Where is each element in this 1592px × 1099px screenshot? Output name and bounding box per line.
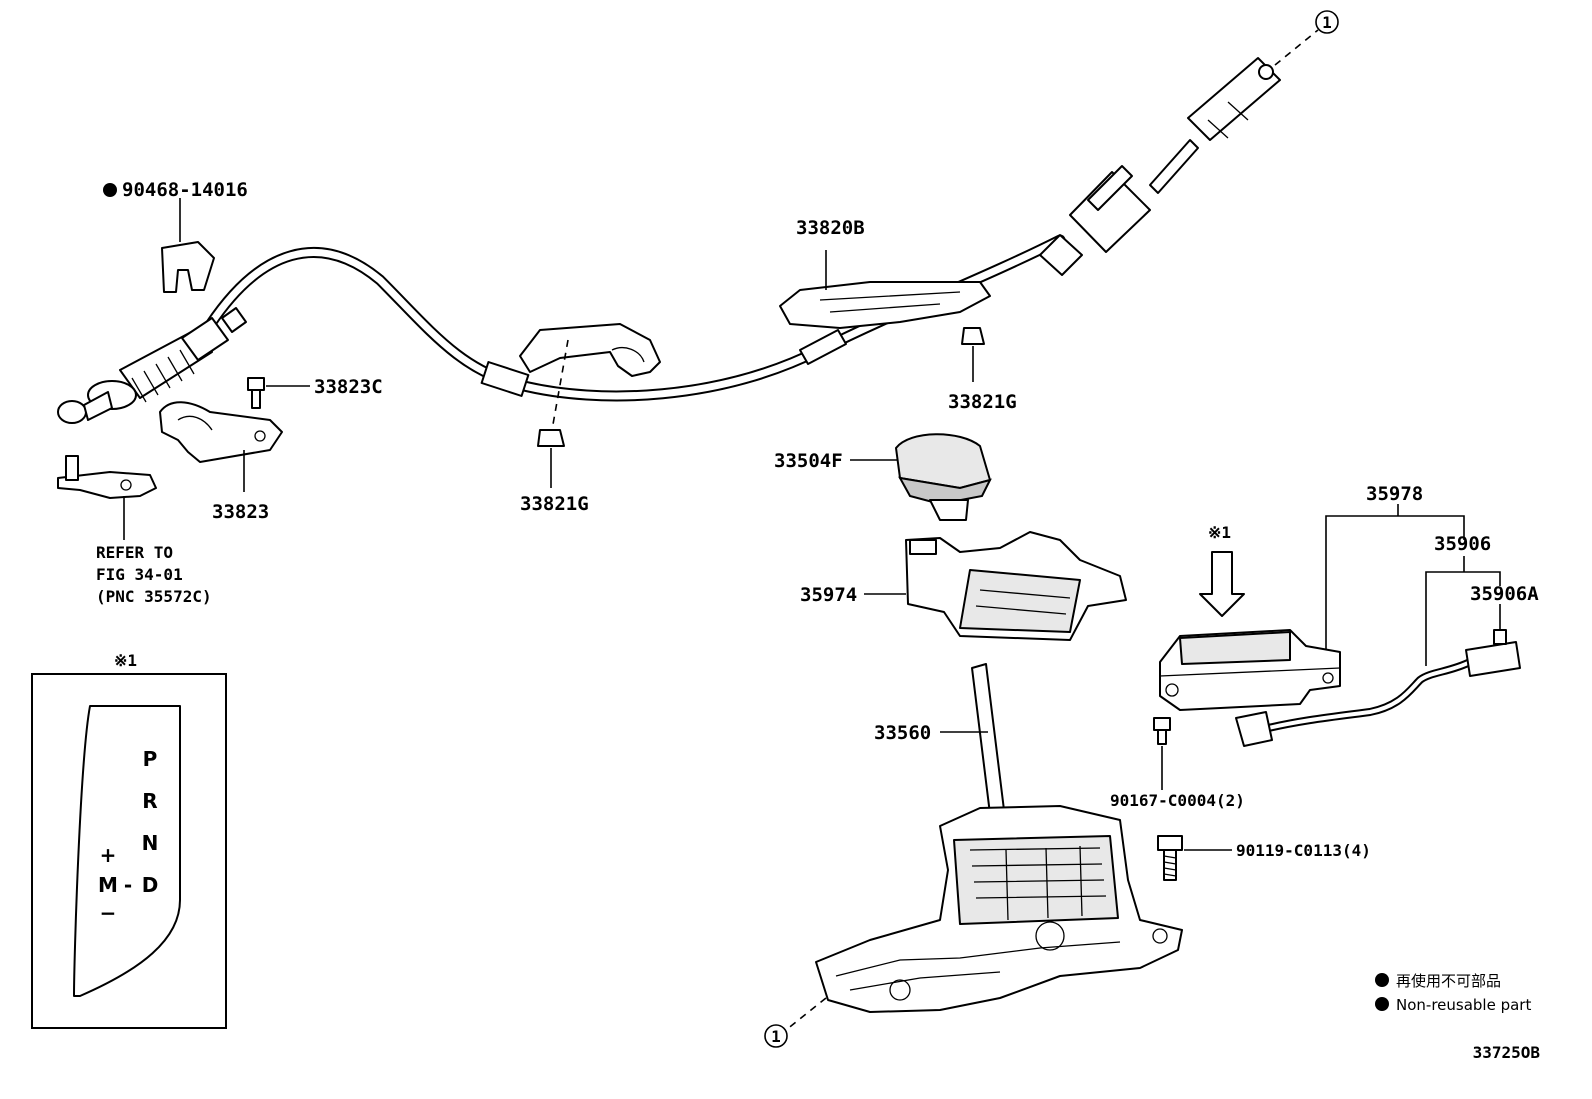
nut-33821G-lower: [537, 429, 565, 488]
label-33823C: 33823C: [314, 376, 383, 398]
bolt-90167: [1153, 717, 1171, 790]
gate-plus: +: [100, 843, 117, 867]
label-33821G-upper: 33821G: [948, 391, 1017, 413]
label-90119-C0113: 90119-C0113(4): [1236, 841, 1371, 860]
shift-lever-assy-33560: [815, 663, 1183, 1013]
bolt-33823C: [247, 377, 310, 409]
shift-gate-inset: P R N D + M - −: [31, 673, 227, 1029]
legend-line-english: Non-reusable part: [1396, 996, 1531, 1014]
label-33504F: 33504F: [774, 450, 843, 472]
wire-harness-35906: [1235, 629, 1521, 747]
reference-circle-top: 1: [1315, 10, 1339, 34]
label-33821G-lower: 33821G: [520, 493, 589, 515]
label-90468-14016: 90468-14016: [122, 179, 248, 201]
legend-bullet-icon: [1375, 973, 1389, 987]
gate-position-d: D: [142, 873, 159, 897]
cable-left-end: [57, 307, 247, 424]
indicator-housing-35974: [864, 531, 1127, 641]
bolt-90119: [1157, 835, 1232, 881]
leader-35906: [1425, 556, 1501, 666]
refer-note-line3: (PNC 35572C): [96, 587, 212, 606]
bracket-33820B: [779, 250, 991, 329]
transmission-control-cable: [57, 57, 1281, 424]
shift-lever-arm-reference: [57, 455, 157, 540]
gate-position-m: M: [98, 873, 118, 897]
label-33820B: 33820B: [796, 217, 865, 239]
cable-bracket-middle: [519, 323, 661, 377]
gate-minus: −: [100, 901, 117, 925]
legend-bullet-icon: [1375, 997, 1389, 1011]
refer-note-line2: FIG 34-01: [96, 565, 183, 584]
label-35978: 35978: [1366, 483, 1423, 505]
label-33560: 33560: [874, 722, 931, 744]
gate-position-n: N: [142, 831, 159, 855]
figure-id: 33725OB: [1473, 1043, 1541, 1062]
refer-note-line1: REFER TO: [96, 543, 173, 562]
reference-circle-bottom-number: 1: [771, 1027, 781, 1046]
legend-line-japanese: 再使用不可部品: [1396, 972, 1501, 990]
label-90167-C0004: 90167-C0004(2): [1110, 791, 1245, 810]
label-35906: 35906: [1434, 533, 1491, 555]
position-indicator-35978: [1159, 629, 1341, 711]
non-reusable-marker-icon: [103, 183, 117, 197]
legend: 再使用不可部品 Non-reusable part: [1375, 972, 1531, 1014]
label-33823: 33823: [212, 501, 269, 523]
label-35974: 35974: [800, 584, 857, 606]
note-1-marker-top: ※1: [1208, 523, 1231, 542]
reference-circle-top-number: 1: [1322, 13, 1332, 32]
label-35906A: 35906A: [1470, 583, 1539, 605]
gate-position-p: P: [143, 747, 158, 771]
clip-90468: [161, 198, 215, 293]
gate-dash: -: [124, 873, 132, 897]
down-arrow-icon: [1199, 551, 1245, 617]
gate-position-r: R: [142, 789, 157, 813]
leader-35978: [1325, 504, 1465, 650]
reference-circle-bottom: 1: [764, 1024, 788, 1048]
bracket-33823: [159, 401, 283, 492]
nut-33821G-upper: [961, 327, 985, 382]
note-1-marker-box: ※1: [114, 651, 137, 670]
cable-right-end: [1039, 57, 1281, 276]
shift-knob-33504F: [850, 433, 992, 521]
